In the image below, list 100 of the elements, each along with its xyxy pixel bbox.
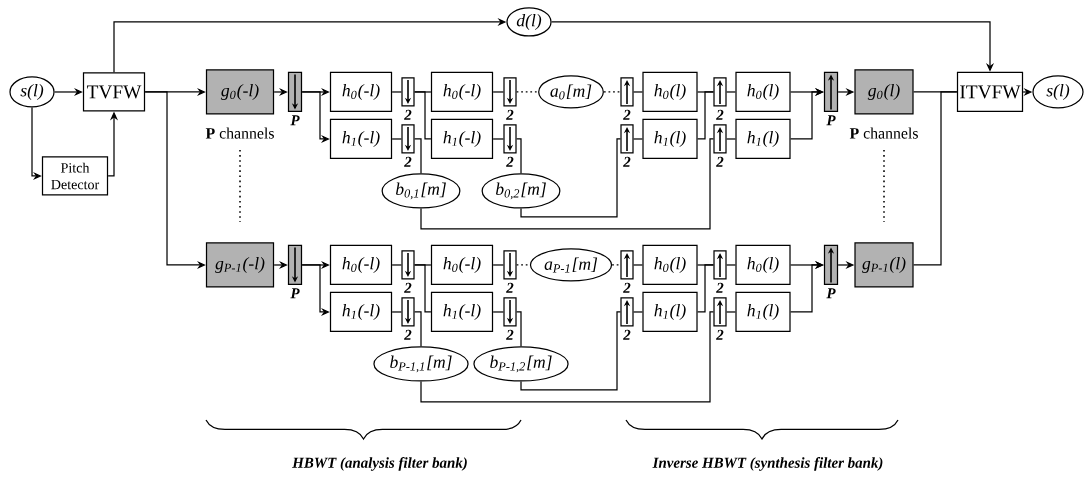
- connector-line: [516, 91, 539, 93]
- filter-box: h$_{1}$(-l): [430, 118, 494, 160]
- filter-box: h$_{1}$(-l): [329, 118, 393, 160]
- connector-line: [414, 264, 432, 313]
- filter-box: h$_{1}$(-l): [430, 291, 494, 333]
- upsampler-box: [620, 124, 634, 154]
- factor-label: 2: [404, 329, 412, 340]
- connector-line: [516, 264, 531, 266]
- connector-line: [726, 264, 736, 266]
- connector-line: [391, 138, 402, 140]
- factor-label: 2: [623, 282, 631, 293]
- factor-label: P: [826, 115, 836, 126]
- upsampler-box: [713, 297, 727, 327]
- brace-label: HBWT (analysis filter bank): [292, 457, 467, 471]
- connector-line: [391, 91, 402, 93]
- downsampler-box: [503, 250, 517, 280]
- filter-box: h$_{0}$(-l): [430, 71, 494, 113]
- downsampler-box: [401, 77, 415, 107]
- upsampler-box: [713, 77, 727, 107]
- connector-line: [633, 311, 643, 313]
- factor-label: 2: [623, 109, 631, 120]
- upsampler-box: [713, 124, 727, 154]
- filter-box: h$_{1}$(l): [735, 118, 791, 160]
- connector-line: [492, 91, 504, 93]
- factor-label: 2: [404, 156, 412, 167]
- upsampler-box: [823, 244, 839, 286]
- downsampler-box: [401, 250, 415, 280]
- factor-label: 2: [506, 282, 514, 293]
- connector-line: [726, 91, 736, 93]
- connector-line: [492, 264, 504, 266]
- connector-line: [633, 264, 643, 266]
- downsampler-box: [503, 124, 517, 154]
- upsampler-box: [713, 250, 727, 280]
- filter-box: h$_{1}$(l): [735, 291, 791, 333]
- factor-label: 2: [623, 329, 631, 340]
- filter-box: h$_{0}$(l): [735, 71, 791, 113]
- factor-label: 2: [716, 282, 724, 293]
- connector-line: [492, 138, 504, 140]
- connector-line: [726, 138, 736, 140]
- connector-line: [414, 311, 422, 347]
- factor-label: 2: [506, 109, 514, 120]
- connector-line: [391, 264, 402, 266]
- connector-line: [414, 138, 422, 174]
- connector-line: [420, 311, 714, 403]
- filter-box: h$_{0}$(l): [735, 244, 791, 286]
- filter-box: g$_{P-1}$(l): [854, 242, 914, 288]
- upsampler-box: [620, 250, 634, 280]
- connector-line: [633, 138, 643, 140]
- upsampler-box: [620, 77, 634, 107]
- brace-label: Inverse HBWT (synthesis filter bank): [652, 457, 883, 471]
- connector-line: [603, 91, 621, 93]
- connector-line: [520, 311, 621, 391]
- downsampler-box: [401, 297, 415, 327]
- connector-line: [391, 311, 402, 313]
- factor-label: P: [290, 115, 300, 126]
- connector-line: [611, 264, 621, 266]
- filter-box: h$_{1}$(l): [642, 118, 698, 160]
- connector-line: [726, 311, 736, 313]
- connector-line: [520, 138, 621, 218]
- processing-box: TVFW: [82, 72, 146, 112]
- factor-label: P: [826, 288, 836, 299]
- factor-label: 2: [506, 156, 514, 167]
- filter-box: h$_{0}$(-l): [329, 244, 393, 286]
- factor-label: 2: [716, 109, 724, 120]
- filter-box: h$_{1}$(l): [642, 291, 698, 333]
- processing-box: ITVFW: [956, 71, 1024, 113]
- downsampler-box: [287, 244, 303, 286]
- connector-line: [516, 311, 522, 347]
- filter-box: h$_{1}$(-l): [329, 291, 393, 333]
- downsampler-box: [503, 297, 517, 327]
- upsampler-box: [620, 297, 634, 327]
- factor-label: 2: [506, 329, 514, 340]
- connector-line: [414, 91, 432, 140]
- factor-label: 2: [716, 329, 724, 340]
- filter-box: h$_{0}$(-l): [430, 244, 494, 286]
- filter-box: g$_{0}$(-l): [205, 69, 275, 115]
- processing-box: Pitch Detector: [41, 156, 109, 196]
- factor-label: 2: [404, 109, 412, 120]
- connector-line: [633, 91, 643, 93]
- connector-line: [420, 138, 714, 230]
- channel-count-label: P channels: [849, 127, 918, 139]
- factor-label: P: [290, 288, 300, 299]
- filter-box: g$_{0}$(l): [854, 69, 914, 115]
- connector-line: [913, 91, 958, 266]
- downsampler-box: [503, 77, 517, 107]
- connector-line: [516, 138, 522, 174]
- factor-label: 2: [404, 282, 412, 293]
- downsampler-box: [401, 124, 415, 154]
- filter-box: h$_{0}$(l): [642, 244, 698, 286]
- connector-line: [697, 264, 714, 313]
- connector-line: [697, 91, 714, 140]
- downsampler-box: [287, 71, 303, 113]
- filter-box: g$_{P-1}$(-l): [205, 242, 275, 288]
- factor-label: 2: [623, 156, 631, 167]
- filter-box: h$_{0}$(-l): [329, 71, 393, 113]
- upsampler-box: [823, 71, 839, 113]
- connector-line: [492, 311, 504, 313]
- channel-count-label: P channels: [205, 127, 274, 139]
- factor-label: 2: [716, 156, 724, 167]
- filter-box: h$_{0}$(l): [642, 71, 698, 113]
